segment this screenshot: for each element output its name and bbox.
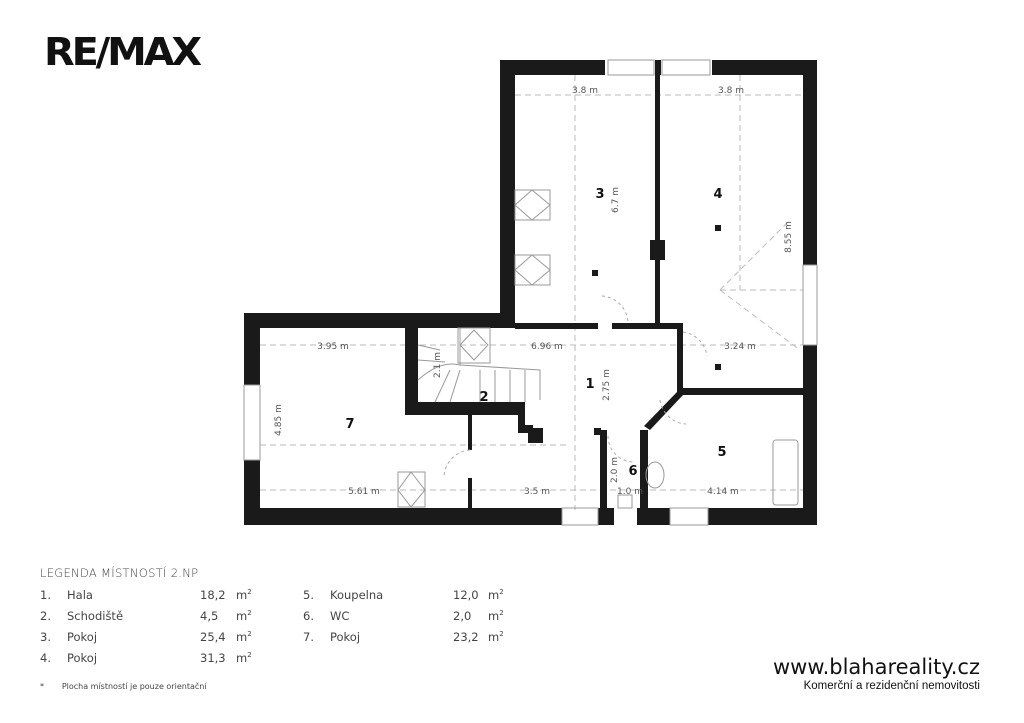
unit-text: m (236, 609, 248, 623)
unit-exponent: 2 (499, 630, 504, 639)
legend-item: 4. Pokoj 31,3 m2 (40, 651, 260, 671)
unit-text: m (236, 651, 248, 665)
legend-unit: m2 (488, 609, 504, 623)
room-legend: LEGENDA MÍSTNOSTÍ 2.NP (40, 566, 198, 585)
room-number: 3 (595, 187, 604, 202)
dim-label: 2.1 m (433, 352, 443, 378)
legend-note: * Plocha místností je pouze orientační (40, 682, 207, 691)
dim-label: 2.0 m (610, 457, 620, 483)
legend-area: 31,3 (200, 651, 226, 665)
legend-num: 5. (303, 588, 314, 602)
unit-exponent: 2 (247, 588, 252, 597)
unit-text: m (236, 630, 248, 644)
legend-unit: m2 (236, 651, 252, 665)
dimension-labels: 3.8 m 3.8 m 6.7 m 8.55 m 3.95 m 6.96 m 3… (274, 86, 794, 497)
room-numbers: 1 2 3 4 5 6 7 (345, 187, 726, 479)
unit-text: m (488, 609, 500, 623)
legend-name: Pokoj (330, 630, 361, 644)
legend-title: LEGENDA MÍSTNOSTÍ 2.NP (40, 566, 199, 580)
unit-text: m (488, 630, 500, 644)
legend-num: 7. (303, 630, 314, 644)
unit-text: m (488, 588, 500, 602)
legend-area: 4,5 (200, 609, 219, 623)
dim-label: 3.8 m (718, 86, 744, 96)
legend-name: WC (330, 609, 350, 623)
website-url[interactable]: www.blahareality.cz (772, 655, 980, 679)
unit-exponent: 2 (247, 651, 252, 660)
unit-exponent: 2 (247, 609, 252, 618)
walls (244, 60, 817, 525)
dim-label: 1.0 m (617, 487, 643, 497)
footer: www.blahareality.cz Komerční a rezidenčn… (773, 655, 980, 692)
legend-num: 6. (303, 609, 314, 623)
room-number: 7 (345, 417, 354, 432)
legend-name: Pokoj (67, 651, 98, 665)
legend-num: 1. (40, 588, 51, 602)
room-number: 4 (713, 187, 722, 202)
legend-unit: m2 (236, 588, 252, 602)
dim-label: 3.24 m (724, 342, 756, 352)
note-text: Plocha místností je pouze orientační (61, 682, 207, 691)
note-mark: * (40, 682, 44, 691)
fixtures (243, 59, 818, 526)
dim-label: 2.75 m (602, 369, 612, 401)
legend-area: 12,0 (453, 588, 479, 602)
legend-item: 2. Schodiště 4,5 m2 (40, 609, 260, 629)
legend-num: 4. (40, 651, 51, 665)
unit-exponent: 2 (247, 630, 252, 639)
room-number: 6 (628, 464, 637, 479)
legend-num: 2. (40, 609, 51, 623)
dim-label: 3.5 m (524, 487, 550, 497)
dim-label: 5.61 m (348, 487, 380, 497)
door-swings (443, 295, 708, 477)
dim-label: 3.8 m (572, 86, 598, 96)
legend-item: 5. Koupelna 12,0 m2 (303, 588, 523, 608)
legend-unit: m2 (236, 630, 252, 644)
legend-unit: m2 (488, 630, 504, 644)
room-number: 2 (479, 390, 488, 405)
legend-name: Koupelna (330, 588, 384, 602)
legend-unit: m2 (488, 588, 504, 602)
dim-label: 6.7 m (611, 187, 621, 213)
legend-item: 6. WC 2,0 m2 (303, 609, 523, 629)
dim-label: 8.55 m (784, 221, 794, 253)
legend-name: Pokoj (67, 630, 98, 644)
dim-label: 4.85 m (274, 404, 284, 436)
dim-label: 3.95 m (317, 342, 349, 352)
legend-unit: m2 (236, 609, 252, 623)
dim-label: 4.14 m (707, 487, 739, 497)
legend-area: 25,4 (200, 630, 226, 644)
dim-label: 6.96 m (531, 342, 563, 352)
legend-name: Hala (67, 588, 93, 602)
tagline: Komerční a rezidenční nemovitosti (803, 680, 980, 692)
unit-exponent: 2 (499, 588, 504, 597)
legend-area: 18,2 (200, 588, 226, 602)
unit-exponent: 2 (499, 609, 504, 618)
unit-text: m (236, 588, 248, 602)
legend-name: Schodiště (67, 609, 124, 623)
room-number: 5 (717, 445, 726, 460)
legend-item: 1. Hala 18,2 m2 (40, 588, 260, 608)
remax-logo: RE/MAX (44, 30, 202, 74)
legend-area: 2,0 (453, 609, 472, 623)
legend-num: 3. (40, 630, 51, 644)
legend-item: 7. Pokoj 23,2 m2 (303, 630, 523, 650)
room-number: 1 (585, 377, 594, 392)
legend-area: 23,2 (453, 630, 479, 644)
legend-item: 3. Pokoj 25,4 m2 (40, 630, 260, 650)
